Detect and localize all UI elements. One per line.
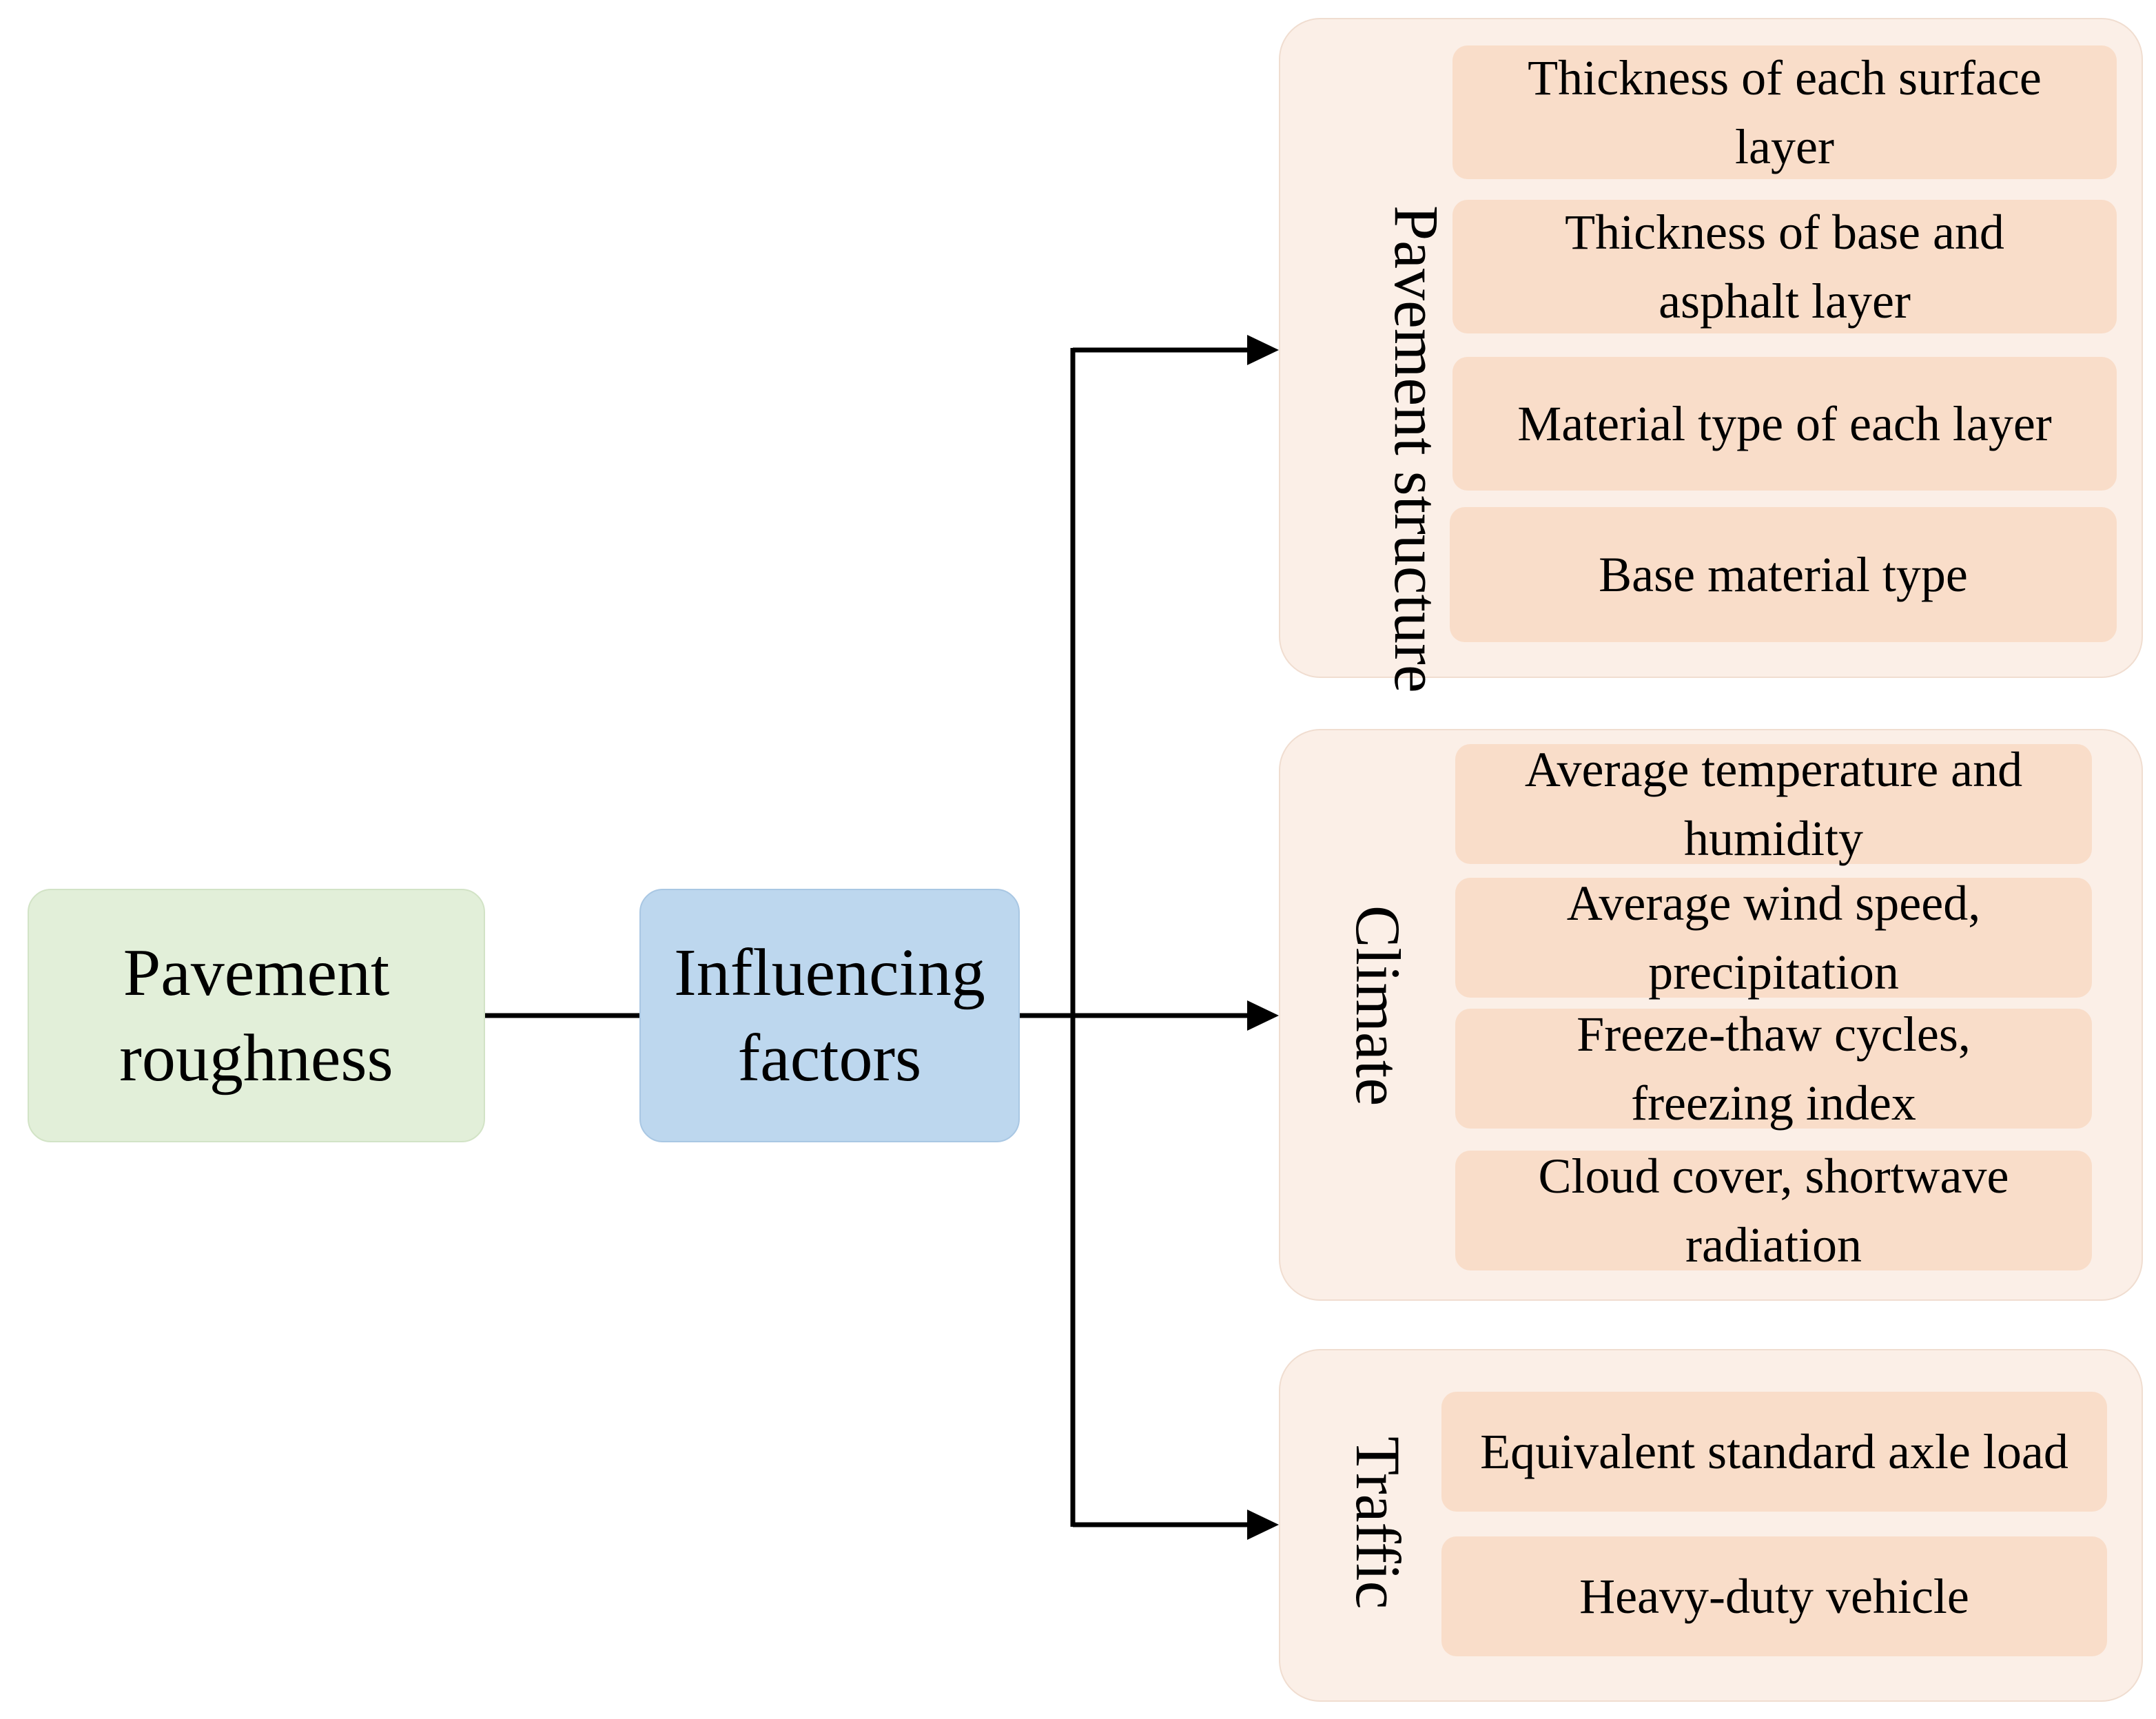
factor-item: Thickness of base and asphalt layer — [1452, 200, 2117, 333]
influencing-factors-node: Influencing factors — [639, 889, 1020, 1142]
factor-item: Average temperature and humidity — [1455, 742, 2092, 866]
arrowhead-climate — [1247, 1000, 1279, 1031]
factor-item-label: Thickness of each surface layer — [1528, 50, 2042, 174]
factor-item: Base material type — [1450, 507, 2117, 642]
group-label-text: Traffic — [1343, 1436, 1413, 1609]
factor-item: Freeze-thaw cycles, freezing index — [1455, 1007, 2092, 1131]
factor-item: Average wind speed, precipitation — [1455, 876, 2092, 1000]
root-node-label: Pavement roughness — [119, 936, 393, 1095]
group-label-traffic: Traffic — [1322, 1392, 1418, 1654]
factor-item-label: Average temperature and humidity — [1524, 742, 2023, 866]
arrowhead-pavement-structure — [1247, 335, 1279, 365]
factor-item: Heavy-duty vehicle — [1441, 1536, 2107, 1656]
factor-item-label: Thickness of base and asphalt layer — [1565, 205, 2004, 329]
factor-item-label: Freeze-thaw cycles, freezing index — [1577, 1007, 1971, 1131]
group-traffic: Traffic Equivalent standard axle load He… — [1279, 1349, 2143, 1702]
group-label-text: Pavement structure — [1382, 205, 1452, 693]
factor-item-label: Base material type — [1599, 547, 1968, 602]
factor-item-label: Material type of each layer — [1517, 396, 2052, 451]
group-label-climate: Climate — [1322, 834, 1418, 1178]
group-climate: Climate Average temperature and humidity… — [1279, 729, 2143, 1301]
factor-item: Thickness of each surface layer — [1452, 45, 2117, 179]
group-pavement-structure: Pavement structure Thickness of each sur… — [1279, 18, 2143, 693]
factor-item-label: Cloud cover, shortwave radiation — [1538, 1149, 2009, 1273]
influencing-factors-label: Influencing factors — [674, 936, 985, 1095]
factor-item-label: Average wind speed, precipitation — [1566, 876, 1981, 1000]
factor-item: Cloud cover, shortwave radiation — [1455, 1149, 2092, 1273]
factor-item: Equivalent standard axle load — [1441, 1392, 2107, 1512]
factor-item-label: Equivalent standard axle load — [1480, 1424, 2068, 1479]
group-label-pavement-structure: Pavement structure — [1291, 205, 1457, 693]
arrowhead-traffic — [1247, 1510, 1279, 1540]
factor-item-label: Heavy-duty vehicle — [1579, 1569, 1969, 1624]
group-label-text: Climate — [1343, 905, 1413, 1106]
factor-item: Material type of each layer — [1452, 357, 2117, 491]
root-node: Pavement roughness — [28, 889, 485, 1142]
